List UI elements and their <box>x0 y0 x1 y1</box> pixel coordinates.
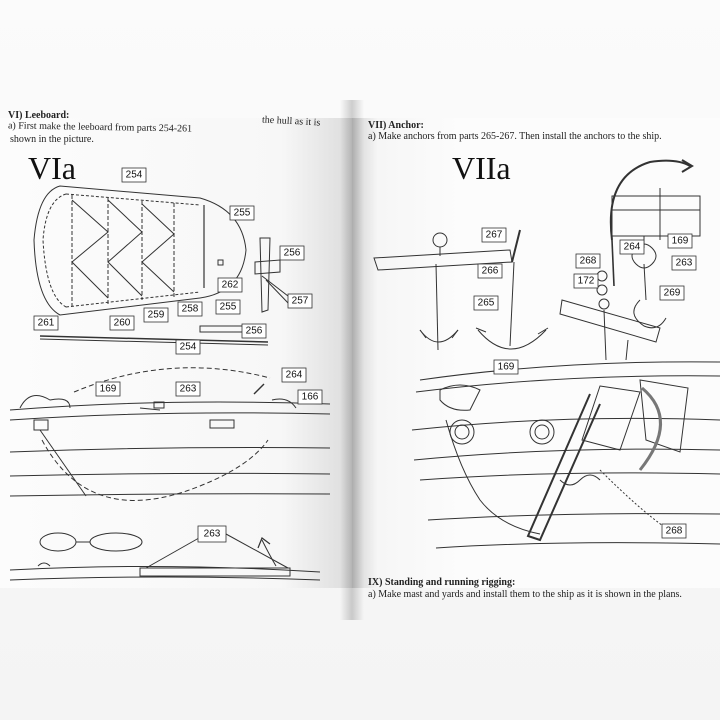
svg-text:254: 254 <box>126 170 143 181</box>
label-269: 269 <box>659 285 685 301</box>
label-169-bow: 169 <box>493 359 519 375</box>
svg-text:254: 254 <box>180 342 197 353</box>
svg-text:255: 255 <box>234 208 251 219</box>
svg-text:269: 269 <box>664 288 681 299</box>
label-166: 166 <box>297 389 323 405</box>
svg-text:256: 256 <box>284 248 301 259</box>
svg-text:262: 262 <box>222 280 239 291</box>
label-264-right: 264 <box>619 239 645 255</box>
svg-text:264: 264 <box>286 370 303 381</box>
label-169-right-top: 169 <box>667 233 693 249</box>
label-258: 258 <box>177 301 203 317</box>
svg-text:268: 268 <box>580 256 597 267</box>
label-172: 172 <box>573 273 599 289</box>
label-256-top: 256 <box>279 245 305 261</box>
svg-text:263: 263 <box>204 529 221 540</box>
svg-text:261: 261 <box>38 318 55 329</box>
svg-text:263: 263 <box>180 384 197 395</box>
rigging-instruction: a) Make mast and yards and install them … <box>368 589 682 600</box>
label-259: 259 <box>143 307 169 323</box>
label-260: 260 <box>109 315 135 331</box>
hull-side-view <box>9 367 331 501</box>
svg-text:169: 169 <box>100 384 117 395</box>
figure-title-viia: VIIa <box>452 150 511 186</box>
label-255-bottom: 255 <box>215 299 241 315</box>
svg-text:169: 169 <box>672 236 689 247</box>
label-263-bottom: 263 <box>197 525 227 543</box>
label-257: 257 <box>287 293 313 309</box>
svg-text:265: 265 <box>478 298 495 309</box>
svg-text:256: 256 <box>246 326 263 337</box>
label-261: 261 <box>33 315 59 331</box>
label-262: 262 <box>217 277 243 293</box>
svg-text:169: 169 <box>498 362 515 373</box>
rigging-section-title: IX) Standing and running rigging: <box>368 577 516 588</box>
svg-text:267: 267 <box>486 230 503 241</box>
label-267: 267 <box>481 227 507 243</box>
anchor-section-title: VII) Anchor: <box>368 120 424 131</box>
label-255-top: 255 <box>229 205 255 221</box>
svg-text:260: 260 <box>114 318 131 329</box>
anchor-instruction: a) Make anchors from parts 265-267. Then… <box>368 131 662 142</box>
leeboard-section-title: VI) Leeboard: <box>8 110 70 121</box>
figure-title-via: VIa <box>28 150 76 186</box>
label-256-bottom: 256 <box>241 323 267 339</box>
leeboard-drawing <box>33 185 291 346</box>
label-268-top: 268 <box>575 253 601 269</box>
svg-text:258: 258 <box>182 304 199 315</box>
label-268-bottom: 268 <box>661 523 687 539</box>
anchor-drawing <box>373 159 701 361</box>
svg-text:257: 257 <box>292 296 309 307</box>
label-254-bottom: 254 <box>175 339 201 355</box>
svg-text:255: 255 <box>220 302 237 313</box>
label-263-hull: 263 <box>175 381 201 397</box>
svg-text:259: 259 <box>148 310 165 321</box>
ship-bow-with-anchor <box>411 361 720 549</box>
svg-text:266: 266 <box>482 266 499 277</box>
svg-text:263: 263 <box>676 258 693 269</box>
svg-text:172: 172 <box>578 276 595 287</box>
svg-text:268: 268 <box>666 526 683 537</box>
label-265: 265 <box>473 295 499 311</box>
leeboard-top-view <box>9 532 321 581</box>
svg-text:264: 264 <box>624 242 641 253</box>
book-gutter <box>340 100 364 620</box>
label-169-left: 169 <box>95 381 121 397</box>
label-264-left: 264 <box>281 367 307 383</box>
svg-text:166: 166 <box>302 392 319 403</box>
label-266: 266 <box>477 263 503 279</box>
leeboard-instruction-line2: shown in the picture. <box>10 134 94 145</box>
label-263-right: 263 <box>671 255 697 271</box>
label-254-top: 254 <box>121 167 147 183</box>
